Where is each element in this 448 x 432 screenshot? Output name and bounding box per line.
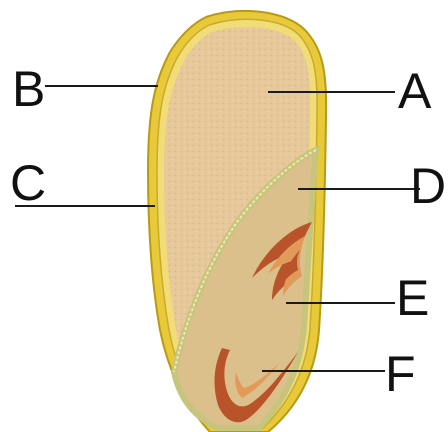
label-f: F xyxy=(385,346,416,402)
label-a: A xyxy=(398,63,432,119)
label-c: C xyxy=(10,155,46,211)
label-e: E xyxy=(396,270,429,326)
label-b: B xyxy=(12,61,45,117)
label-d: D xyxy=(410,158,446,214)
